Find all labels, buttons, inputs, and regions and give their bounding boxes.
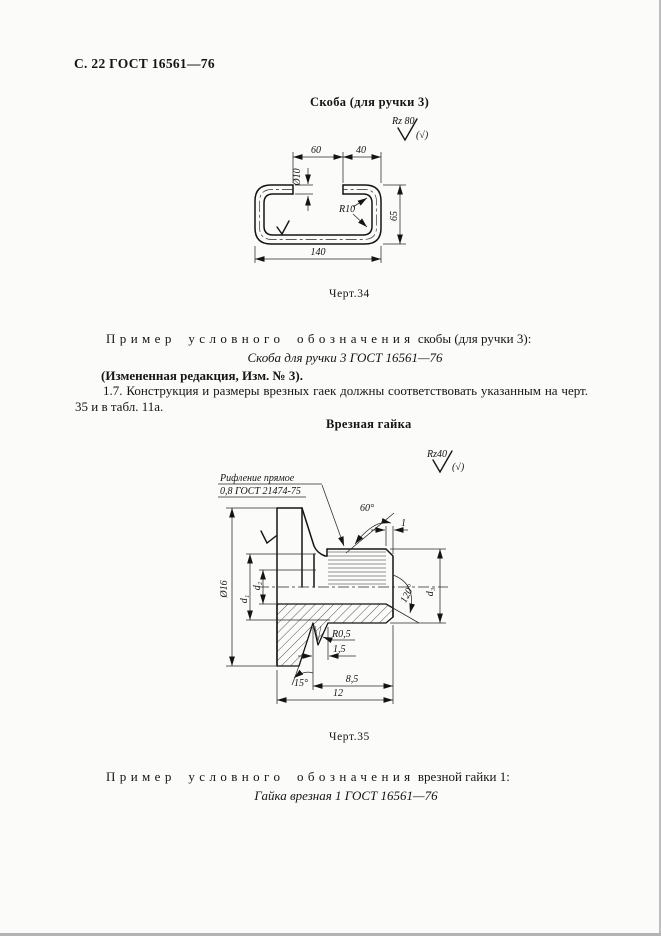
example1-spaced-text: Пример условного обозначения xyxy=(106,331,415,346)
fig34-roughness-paren: (√) xyxy=(416,130,429,141)
figure34-title: Скоба (для ручки 3) xyxy=(310,95,430,109)
fig35-dim-angle-taper: 15° xyxy=(294,678,308,689)
fig35-dim-angle-countersink: 120° xyxy=(399,583,417,605)
page-edge-right xyxy=(659,0,661,936)
fig34-surface-check-icon xyxy=(276,220,290,236)
figure34-caption: Черт.34 xyxy=(329,288,370,300)
fig34-dim-radius: R10 xyxy=(338,204,355,215)
fig35-dim-radius: R0,5 xyxy=(331,629,351,640)
fig34-dim-gap: 60 xyxy=(311,145,321,156)
fig34-dim-rod-dia: Ø10 xyxy=(292,168,303,186)
figure-35-drawing: Rz40 (√) Рифление прямое 0,8 ГОСТ 21474-… xyxy=(218,449,465,704)
fig35-dim-dia-flange: Ø16 xyxy=(219,580,230,598)
fig35-roughness-paren: (√) xyxy=(452,462,465,473)
figure35-caption: Черт.35 xyxy=(329,731,370,743)
fig35-dim-d1: d₁ xyxy=(239,595,250,603)
fig34-dim-height: 65 xyxy=(389,211,400,221)
fig35-dim-d2: d₂ xyxy=(252,581,263,590)
fig35-roughness-label: Rz40 xyxy=(426,449,447,460)
knurl-lines xyxy=(328,551,386,585)
fig34-dim-width: 140 xyxy=(311,247,326,258)
fig35-knurl-note-line2: 0,8 ГОСТ 21474-75 xyxy=(220,486,301,497)
fig35-dim-len-thread: 8,5 xyxy=(346,674,359,685)
figure-34-drawing: Rz 80 (√) 60 40 Ø10 R10 xyxy=(254,116,429,263)
fig34-roughness-check-icon xyxy=(397,118,418,142)
example1-paragraph: Пример условного обозначения скобы (для … xyxy=(75,331,587,347)
figure35-title: Врезная гайка xyxy=(326,417,412,431)
fig35-surface-check-icon xyxy=(260,530,277,545)
example2-paragraph: Пример условного обозначения врезной гай… xyxy=(75,769,587,785)
amendment-note: (Измененная редакция, Изм. № 3). xyxy=(101,368,303,383)
designation1: Скоба для ручки 3 ГОСТ 16561—76 xyxy=(247,350,443,365)
fig35-knurl-note-line1: Рифление прямое xyxy=(219,473,295,484)
example2-rest-text: врезной гайки 1: xyxy=(417,769,510,784)
fig34-roughness-label: Rz 80 xyxy=(391,116,415,127)
fig35-dim-len-total: 12 xyxy=(333,688,343,699)
designation2: Гайка врезная 1 ГОСТ 16561—76 xyxy=(254,788,438,803)
example1-rest-text: скобы (для ручки 3): xyxy=(417,331,532,346)
fig35-dim-angle-chamfer: 60° xyxy=(360,503,374,514)
page-header: С. 22 ГОСТ 16561—76 xyxy=(74,56,215,71)
fig34-dim-arm: 40 xyxy=(356,145,366,156)
fig35-roughness-check-icon xyxy=(432,450,453,474)
fig35-dim-chamfer-width: 1 xyxy=(401,518,406,529)
example2-spaced-text: Пример условного обозначения xyxy=(106,769,415,784)
fig35-dim-len-relief: 1,5 xyxy=(333,644,346,655)
page-edge-bottom xyxy=(0,933,661,936)
clause-1-7: 1.7. Конструкция и размеры врезных гаек … xyxy=(75,383,588,414)
fig35-dim-d3: d₃ xyxy=(425,587,436,596)
